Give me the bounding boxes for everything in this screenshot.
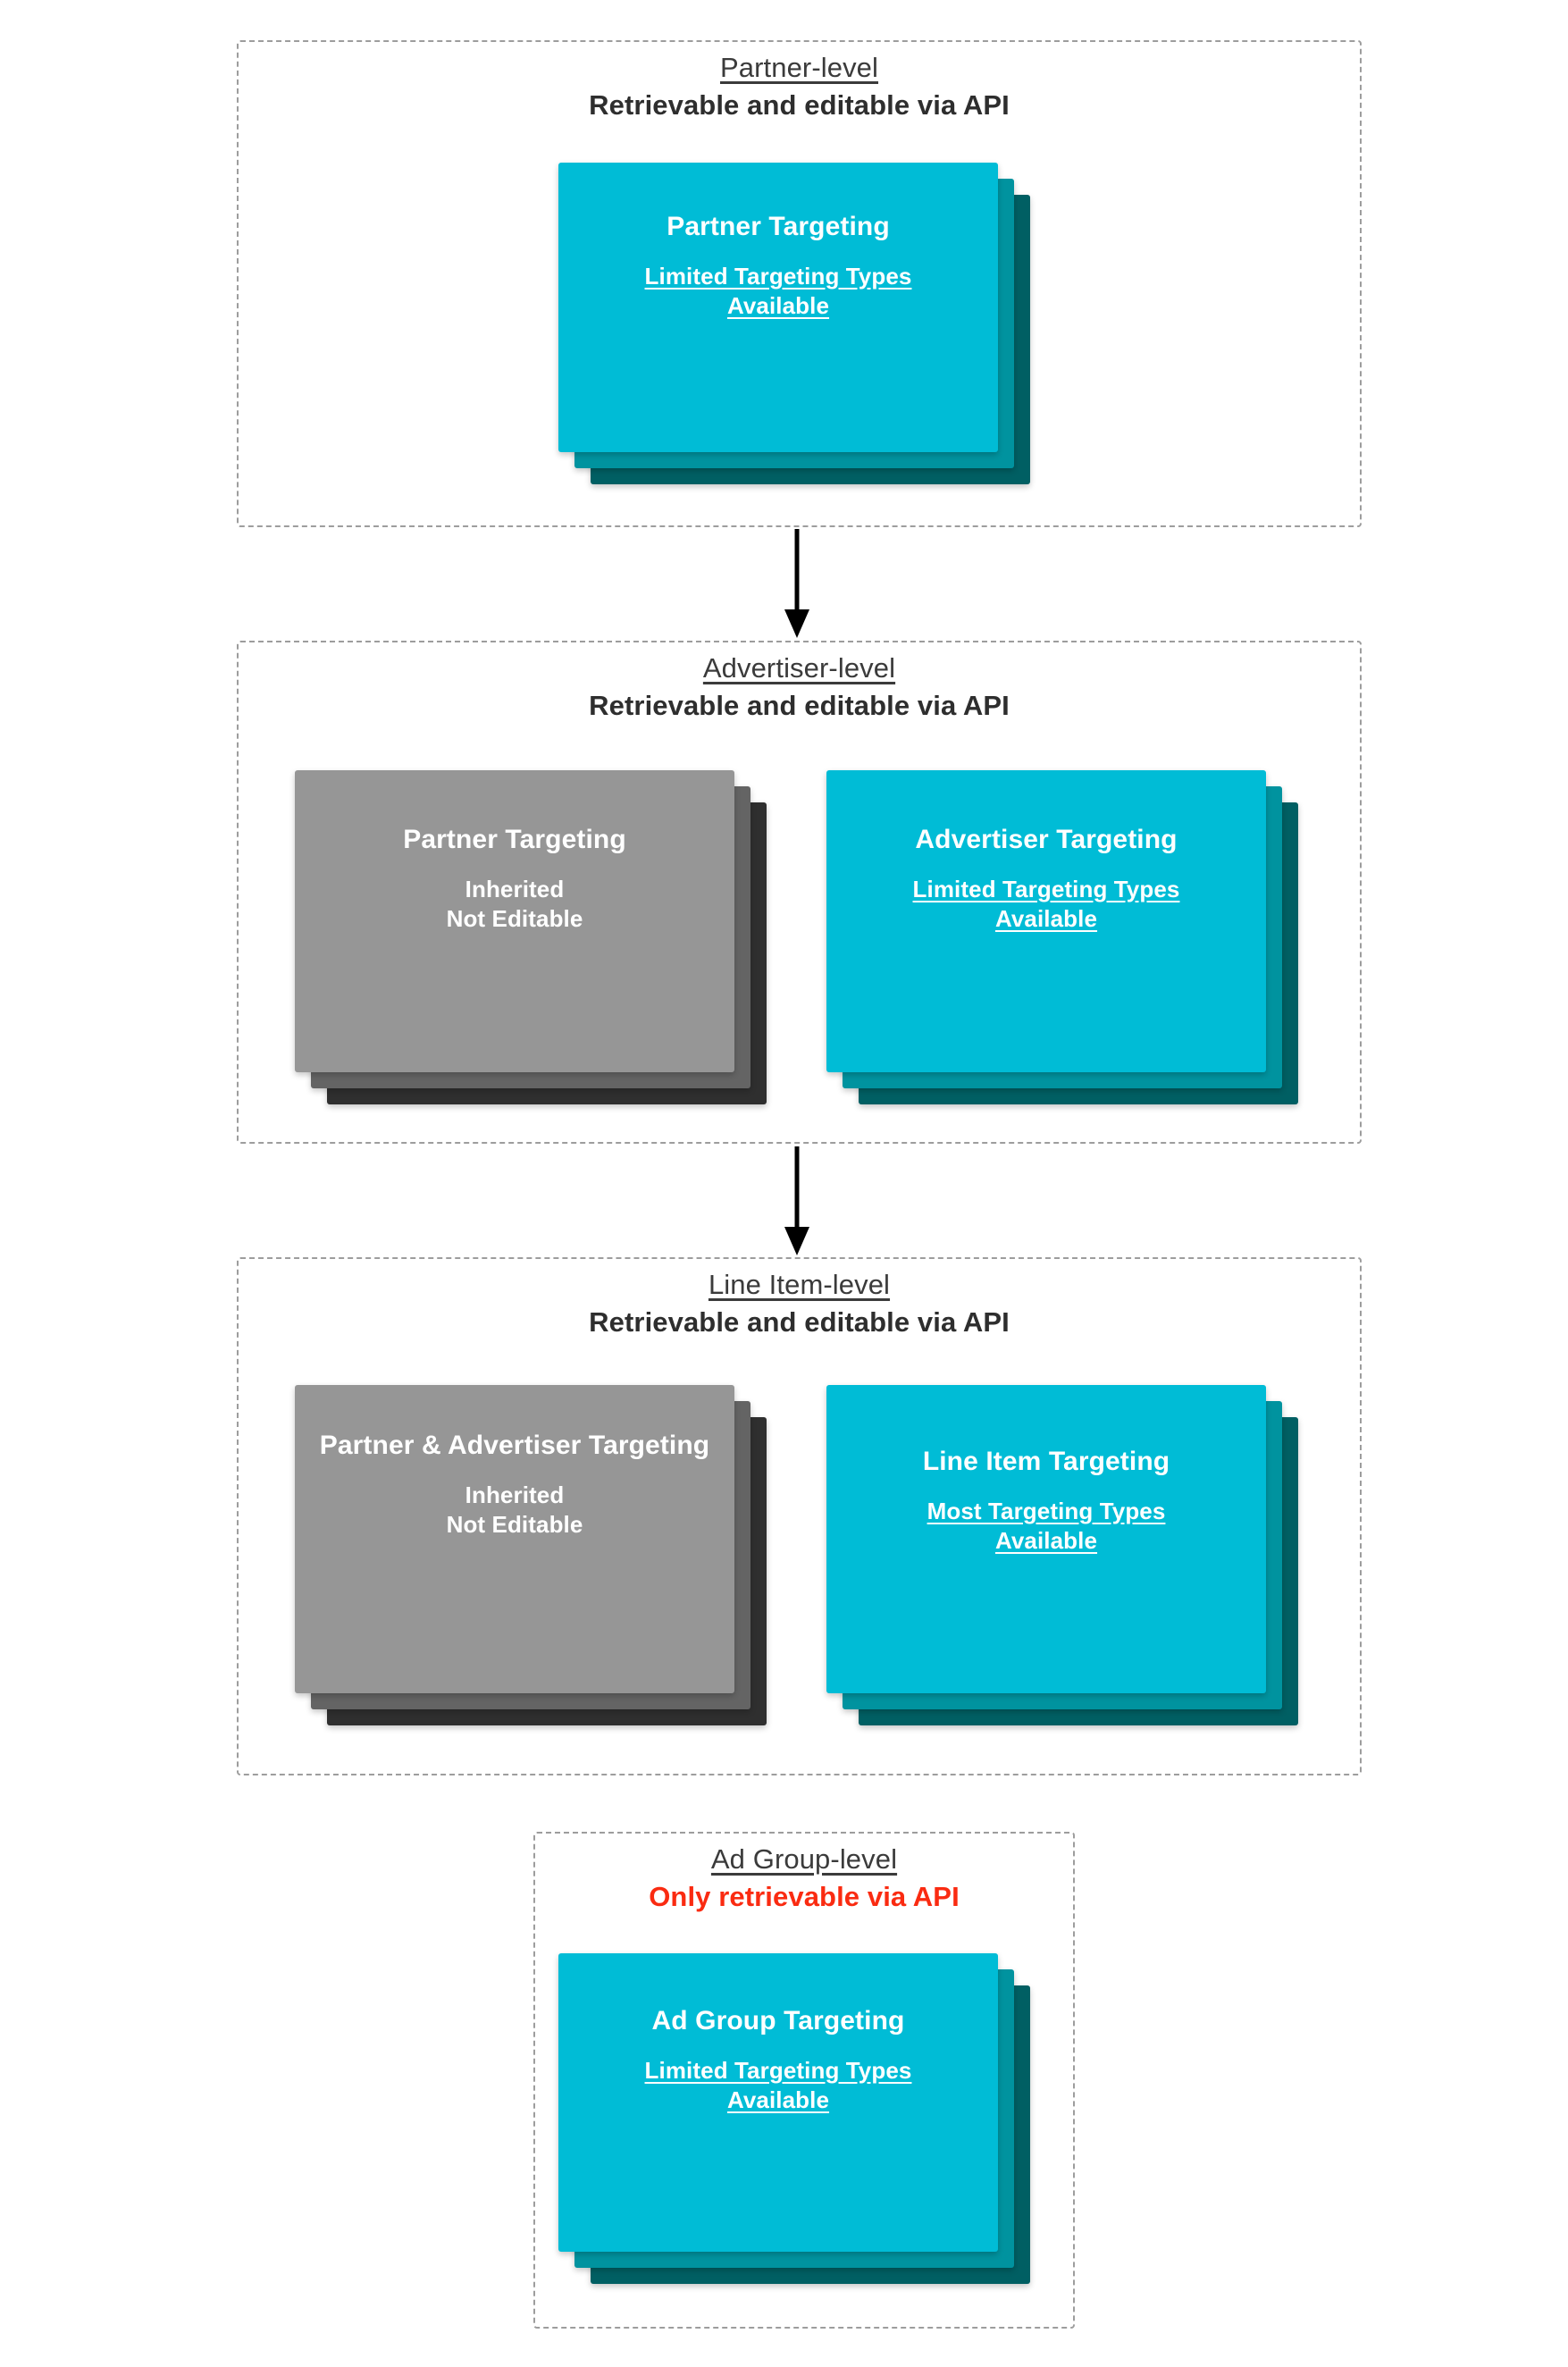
- card-title-line-item-targeting: Line Item Targeting: [922, 1447, 1170, 1476]
- card-stack-line-item-inherited[interactable]: Partner & Advertiser Targeting Inherited…: [295, 1385, 767, 1742]
- level-container-line-item: [237, 1257, 1362, 1775]
- card-note-line-2: Available: [726, 292, 830, 320]
- card-note-ad-group-targeting: Limited Targeting Types Available: [574, 2056, 982, 2117]
- card-layer-front[interactable]: Advertiser Targeting Limited Targeting T…: [826, 770, 1266, 1072]
- card-note-line-1: Limited Targeting Types: [912, 875, 1180, 902]
- level-container-partner: [237, 40, 1362, 527]
- card-note-line-2: Not Editable: [446, 1511, 583, 1539]
- level-title-advertiser: Advertiser-level: [702, 652, 896, 684]
- card-note-line-item-targeting: Most Targeting Types Available: [843, 1497, 1250, 1557]
- level-heading-advertiser: Advertiser-level Retrievable and editabl…: [237, 652, 1362, 722]
- card-note-line-2: Available: [994, 905, 1098, 933]
- card-layer-front[interactable]: Partner Targeting Limited Targeting Type…: [558, 163, 998, 452]
- card-title-inherited-partner-advertiser-targeting: Partner & Advertiser Targeting: [319, 1431, 710, 1460]
- card-note-inherited-partner-advertiser-targeting: Inherited Not Editable: [311, 1481, 718, 1541]
- card-note-line-1: Limited Targeting Types: [644, 2056, 912, 2084]
- card-note-line-1: Most Targeting Types: [927, 1497, 1166, 1524]
- card-title-inherited-partner-targeting: Partner Targeting: [403, 825, 626, 854]
- level-container-advertiser: [237, 641, 1362, 1144]
- card-layer-front[interactable]: Ad Group Targeting Limited Targeting Typ…: [558, 1953, 998, 2252]
- card-stack-ad-group-targeting[interactable]: Ad Group Targeting Limited Targeting Typ…: [558, 1953, 1030, 2284]
- card-note-advertiser-targeting: Limited Targeting Types Available: [843, 875, 1250, 936]
- card-note-line-2: Available: [726, 2086, 830, 2114]
- level-subtitle-advertiser: Retrievable and editable via API: [589, 689, 1010, 721]
- card-note-partner-targeting: Limited Targeting Types Available: [574, 262, 982, 323]
- card-stack-advertiser-targeting[interactable]: Advertiser Targeting Limited Targeting T…: [826, 770, 1298, 1121]
- level-heading-partner: Partner-level Retrievable and editable v…: [237, 52, 1362, 122]
- card-content-advertiser-targeting: Advertiser Targeting Limited Targeting T…: [826, 824, 1266, 935]
- card-stack-advertiser-inherited-partner[interactable]: Partner Targeting Inherited Not Editable: [295, 770, 767, 1121]
- card-layer-front[interactable]: Partner Targeting Inherited Not Editable: [295, 770, 734, 1072]
- level-title-ad-group: Ad Group-level: [710, 1843, 898, 1875]
- card-content-ad-group-targeting: Ad Group Targeting Limited Targeting Typ…: [558, 2005, 998, 2116]
- card-title-ad-group-targeting: Ad Group Targeting: [651, 2006, 905, 2035]
- level-container-ad-group: [533, 1832, 1075, 2329]
- card-title-partner-targeting: Partner Targeting: [667, 212, 890, 241]
- card-stack-line-item-targeting[interactable]: Line Item Targeting Most Targeting Types…: [826, 1385, 1298, 1742]
- card-layer-front[interactable]: Partner & Advertiser Targeting Inherited…: [295, 1385, 734, 1693]
- level-subtitle-partner: Retrievable and editable via API: [589, 88, 1010, 121]
- card-note-line-1: Limited Targeting Types: [644, 262, 912, 290]
- card-content-advertiser-inherited-partner: Partner Targeting Inherited Not Editable: [295, 824, 734, 935]
- card-note-inherited-partner-targeting: Inherited Not Editable: [311, 875, 718, 936]
- level-heading-line-item: Line Item-level Retrievable and editable…: [237, 1269, 1362, 1339]
- level-title-line-item: Line Item-level: [708, 1269, 891, 1300]
- card-title-advertiser-targeting: Advertiser Targeting: [915, 825, 1178, 854]
- card-note-line-2: Not Editable: [446, 905, 583, 933]
- card-note-line-2: Available: [994, 1527, 1098, 1555]
- card-note-line-1: Inherited: [465, 1481, 565, 1508]
- level-subtitle-ad-group: Only retrievable via API: [649, 1880, 960, 1912]
- connector-partner-to-advertiser: [784, 529, 809, 638]
- card-content-partner-targeting: Partner Targeting Limited Targeting Type…: [558, 211, 998, 322]
- card-layer-front[interactable]: Line Item Targeting Most Targeting Types…: [826, 1385, 1266, 1693]
- level-title-partner: Partner-level: [719, 52, 879, 83]
- level-heading-ad-group: Ad Group-level Only retrievable via API: [533, 1843, 1075, 1913]
- level-subtitle-line-item: Retrievable and editable via API: [589, 1305, 1010, 1338]
- card-content-line-item-inherited: Partner & Advertiser Targeting Inherited…: [295, 1430, 734, 1540]
- card-content-line-item-targeting: Line Item Targeting Most Targeting Types…: [826, 1446, 1266, 1557]
- card-stack-partner-targeting[interactable]: Partner Targeting Limited Targeting Type…: [558, 163, 1030, 484]
- card-note-line-1: Inherited: [465, 875, 565, 902]
- connector-advertiser-to-line-item: [784, 1146, 809, 1255]
